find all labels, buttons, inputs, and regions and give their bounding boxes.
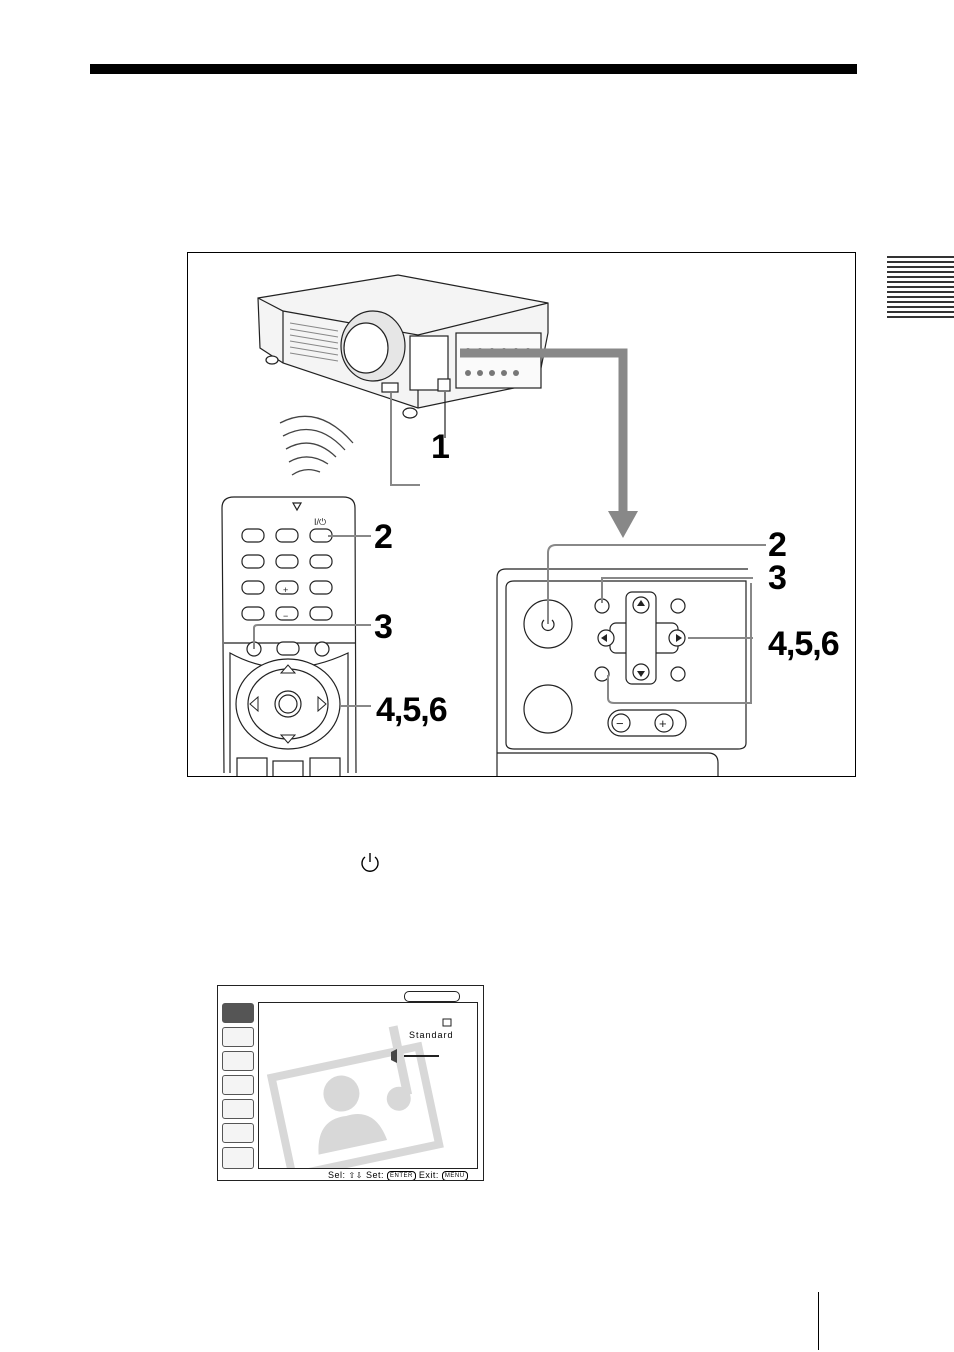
menu-key-badge: MENU (441, 1170, 468, 1180)
panel-plus-label: + (659, 716, 667, 731)
connection-figure: 1 (187, 252, 856, 777)
projector-illustration (257, 274, 549, 419)
footer-page-rule (818, 1292, 819, 1350)
remote-power-label: I/⏻ (314, 517, 326, 527)
footer-sel-label: Sel: (328, 1170, 346, 1180)
picture-mode-value: Standard (409, 1030, 454, 1040)
info-menu-icon[interactable] (222, 1123, 254, 1143)
callout-step-3-panel: 3 (768, 559, 786, 597)
picture-menu-screen: Standard Sel: ⇧⇩ Set: ENTER Exit: MENU (217, 985, 484, 1181)
callout-step-456-remote: 4,5,6 (376, 691, 447, 729)
remote-arrows (249, 664, 327, 744)
input-indicator (404, 991, 460, 1002)
input-setting-menu-icon[interactable] (222, 1051, 254, 1071)
header-rule (90, 64, 857, 74)
infrared-signal-waves (279, 415, 354, 476)
chapter-side-tab (887, 256, 954, 322)
menu-footer-hint: Sel: ⇧⇩ Set: ENTER Exit: MENU (328, 1170, 468, 1180)
watermark-picture-icon (266, 1018, 452, 1168)
enter-key-badge: ENTER (386, 1170, 416, 1180)
picture-menu-icon[interactable] (222, 1003, 254, 1023)
up-down-arrows-icon: ⇧⇩ (348, 1171, 363, 1180)
callout-step-456-panel: 4,5,6 (768, 625, 839, 663)
signal-adjust-menu-icon[interactable] (222, 1027, 254, 1047)
menu-content-area: Standard (258, 1002, 478, 1169)
footer-exit-label: Exit: (418, 1170, 439, 1180)
setting-menu-icon[interactable] (222, 1075, 254, 1095)
callout-step-2-remote: 2 (374, 518, 392, 556)
callout-step-1: 1 (431, 428, 449, 466)
footer-set-label: Set: (365, 1170, 384, 1180)
callout-step-3-remote: 3 (374, 608, 392, 646)
panel-minus-label: − (616, 716, 624, 731)
projector-remote-illustration: 1 (221, 274, 840, 776)
installation-menu-icon[interactable] (222, 1099, 254, 1119)
empty-menu-slot (222, 1147, 254, 1169)
projector-control-panel (496, 568, 748, 776)
remote-plus-label: + (283, 585, 288, 595)
remote-minus-label: − (283, 611, 288, 621)
callout-step-2-panel: 2 (768, 526, 786, 564)
panel-arrow-keys (601, 600, 682, 677)
power-symbol-icon (361, 853, 379, 872)
